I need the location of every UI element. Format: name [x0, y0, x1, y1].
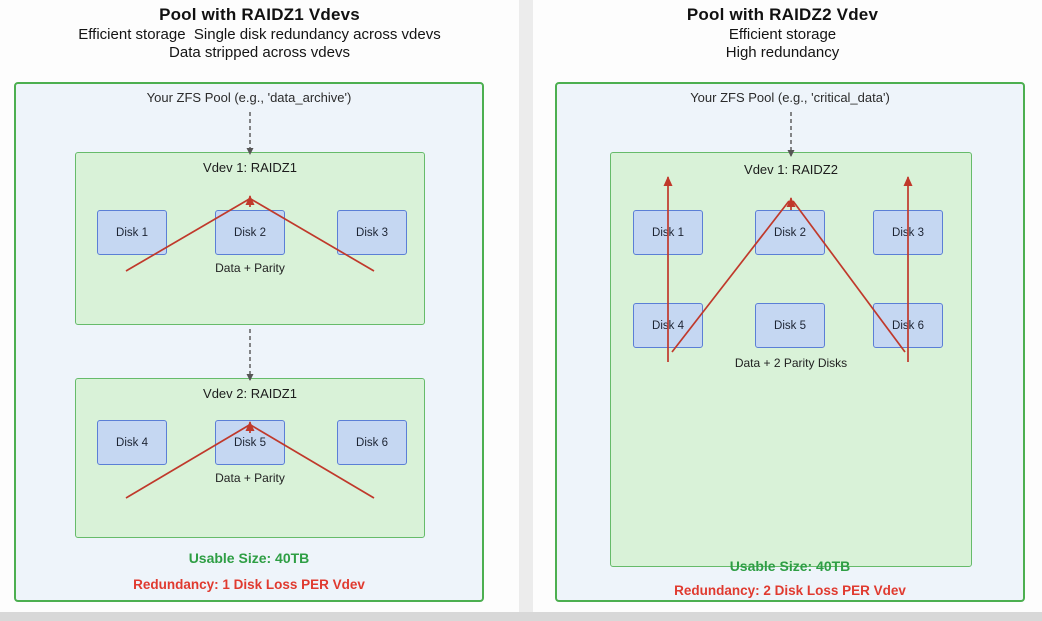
- right-vdev1-title: Vdev 1: RAIDZ2: [744, 162, 838, 177]
- right-panel-title: Pool with RAIDZ2 Vdev: [686, 5, 879, 24]
- left-subtitle-line1: Efficient storage Single disk redundancy…: [78, 26, 441, 43]
- left-pool-label: Your ZFS Pool (e.g., 'data_archive'): [146, 90, 352, 105]
- disk-box: Disk 1: [97, 210, 167, 255]
- right-usable-size: Usable Size: 40TB: [729, 558, 851, 574]
- left-subtitle-line2: Data stripped across vdevs: [169, 44, 350, 61]
- panel-divider: [519, 0, 533, 621]
- left-vdev2-title: Vdev 2: RAIDZ1: [203, 386, 297, 401]
- right-subtitle-line2: High redundancy: [725, 44, 840, 61]
- right-pool-label: Your ZFS Pool (e.g., 'critical_data'): [690, 90, 890, 105]
- left-panel-title: Pool with RAIDZ1 Vdevs: [159, 5, 360, 24]
- disk-box: Disk 4: [97, 420, 167, 465]
- right-vdev1-caption: Data + 2 Parity Disks: [734, 356, 848, 370]
- disk-box: Disk 5: [755, 303, 825, 348]
- right-redundancy: Redundancy: 2 Disk Loss PER Vdev: [674, 583, 906, 598]
- disk-box: Disk 3: [873, 210, 943, 255]
- left-vdev1-caption: Data + Parity: [215, 261, 285, 275]
- disk-box: Disk 4: [633, 303, 703, 348]
- right-subtitle-line1: Efficient storage: [728, 26, 837, 43]
- left-usable-size: Usable Size: 40TB: [188, 550, 310, 566]
- disk-box: Disk 3: [337, 210, 407, 255]
- left-vdev2-caption: Data + Parity: [215, 471, 285, 485]
- disk-box: Disk 1: [633, 210, 703, 255]
- disk-box: Disk 5: [215, 420, 285, 465]
- left-redundancy: Redundancy: 1 Disk Loss PER Vdev: [133, 577, 365, 592]
- left-vdev1-title: Vdev 1: RAIDZ1: [203, 160, 297, 175]
- disk-box: Disk 6: [873, 303, 943, 348]
- disk-box: Disk 2: [755, 210, 825, 255]
- bottom-edge: [0, 612, 1042, 621]
- disk-box: Disk 2: [215, 210, 285, 255]
- disk-box: Disk 6: [337, 420, 407, 465]
